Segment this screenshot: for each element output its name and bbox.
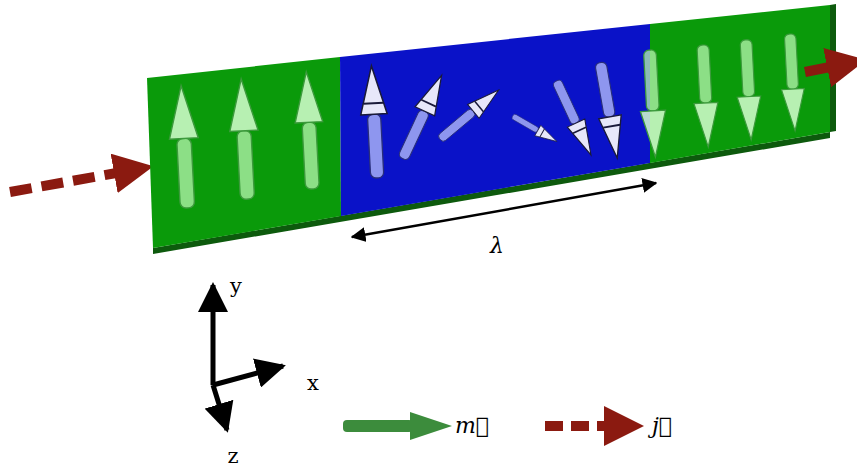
domain-down bbox=[650, 5, 830, 163]
magnetisation-arrows bbox=[167, 33, 807, 208]
current-arrow-in bbox=[10, 172, 122, 192]
axis-label: y bbox=[230, 274, 242, 299]
legend-magnetisation-sample bbox=[343, 412, 452, 440]
axes bbox=[213, 285, 283, 430]
wall-width-label: λ bbox=[490, 233, 504, 259]
axis-label: z bbox=[227, 445, 238, 470]
legend-current-sample bbox=[545, 426, 612, 427]
legend-label: m⃗ bbox=[455, 413, 489, 439]
domain-up bbox=[147, 57, 341, 248]
domain-wall bbox=[340, 24, 650, 216]
axis-label: x bbox=[307, 371, 319, 396]
wall-width-arrow bbox=[352, 183, 656, 237]
current-arrow-out bbox=[805, 66, 835, 72]
legend-label: j⃗ bbox=[652, 413, 672, 439]
